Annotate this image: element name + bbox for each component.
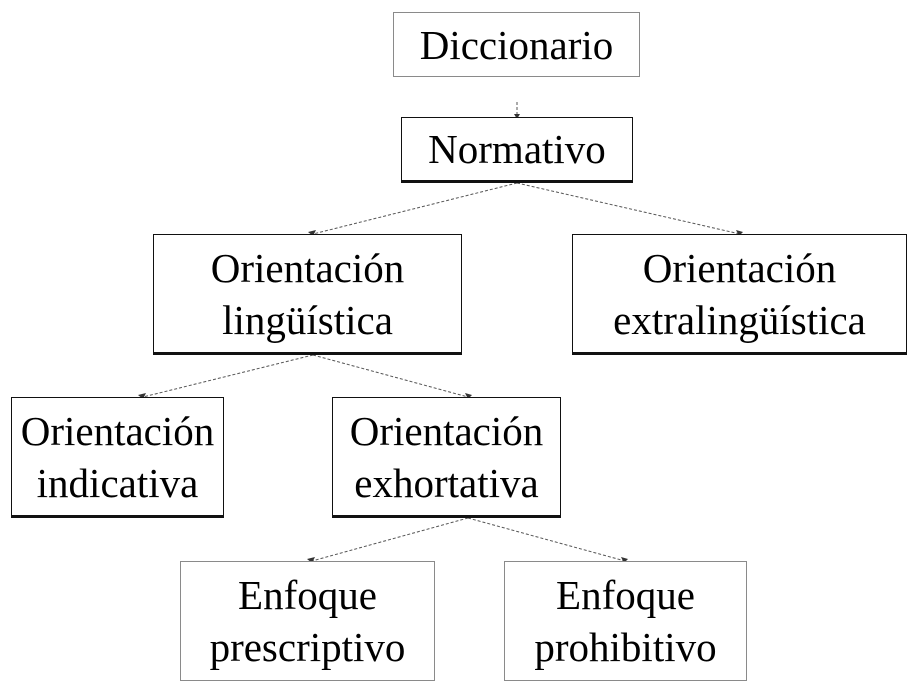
node-label: Diccionario	[419, 21, 614, 68]
node-normativo: Normativo	[401, 117, 633, 183]
node-orientacion-indicativa: Orientación indicativa	[11, 397, 224, 518]
node-label: Enfoque prohibitivo	[534, 572, 717, 670]
node-enfoque-prohibitivo: Enfoque prohibitivo	[504, 561, 747, 681]
node-label: Normativo	[428, 126, 606, 172]
node-label: Orientación extralingüística	[613, 244, 866, 343]
node-diccionario: Diccionario	[393, 12, 640, 77]
node-label: Orientación exhortativa	[349, 407, 544, 506]
node-enfoque-prescriptivo: Enfoque prescriptivo	[180, 561, 435, 681]
node-orientacion-extralinguistica: Orientación extralingüística	[572, 234, 907, 355]
node-label: Orientación lingüística	[210, 244, 405, 343]
node-label: Enfoque prescriptivo	[209, 572, 406, 670]
node-orientacion-linguistica: Orientación lingüística	[153, 234, 462, 355]
node-label: Orientación indicativa	[20, 407, 215, 506]
node-orientacion-exhortativa: Orientación exhortativa	[332, 397, 561, 518]
